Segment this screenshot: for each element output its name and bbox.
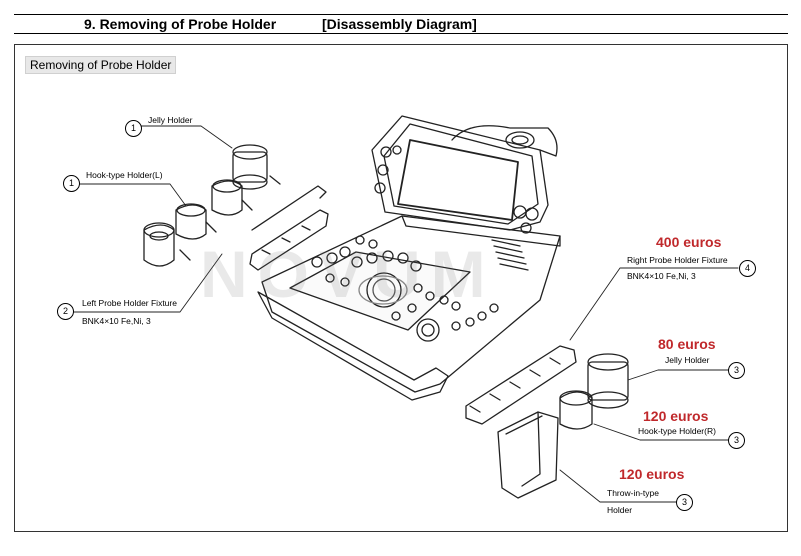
- callout-number-jelly-right: 3: [728, 362, 745, 379]
- hook-holder-right-label: Hook-type Holder(R): [638, 426, 716, 436]
- throw-in-holder-label-line1: Throw-in-type: [607, 488, 659, 498]
- monitor: [371, 115, 558, 234]
- left-fixture-label: Left Probe Holder Fixture: [82, 298, 177, 308]
- watermark: NOVUM: [200, 237, 496, 311]
- callout-number-hook-left: 1: [63, 175, 80, 192]
- page-subtitle: [Disassembly Diagram]: [322, 16, 477, 32]
- throw-in-holder-price: 120 euros: [619, 466, 685, 482]
- right-holders: [465, 345, 629, 499]
- hook-holder-right-price: 120 euros: [643, 408, 709, 424]
- jelly-holder-left-label: Jelly Holder: [148, 115, 193, 125]
- document-header: 9. Removing of Probe Holder [Disassembly…: [14, 14, 788, 34]
- callout-number-right-fixture: 4: [739, 260, 756, 277]
- left-fixture-screw: BNK4×10 Fe,Ni, 3: [82, 316, 151, 326]
- left-holders: [143, 144, 329, 271]
- callout-number-jelly-left: 1: [125, 120, 142, 137]
- callout-number-hook-right: 3: [728, 432, 745, 449]
- leader-lines: [71, 125, 739, 503]
- jelly-holder-right-price: 80 euros: [658, 336, 716, 352]
- jelly-holder-right-label: Jelly Holder: [665, 355, 710, 365]
- hook-holder-left-label: Hook-type Holder(L): [86, 170, 163, 180]
- console-base: [257, 215, 561, 401]
- diagram-frame: [14, 44, 788, 532]
- throw-in-holder-label-line2: Holder: [607, 505, 633, 515]
- right-fixture-label: Right Probe Holder Fixture: [627, 255, 728, 265]
- right-fixture-price: 400 euros: [656, 234, 722, 250]
- section-label: Removing of Probe Holder: [25, 56, 177, 74]
- right-fixture-screw: BNK4×10 Fe,Ni, 3: [627, 271, 696, 281]
- page-title: 9. Removing of Probe Holder: [84, 16, 277, 32]
- control-panel: [311, 235, 529, 342]
- callout-number-throw-in: 3: [676, 494, 693, 511]
- callout-number-left-fixture: 2: [57, 303, 74, 320]
